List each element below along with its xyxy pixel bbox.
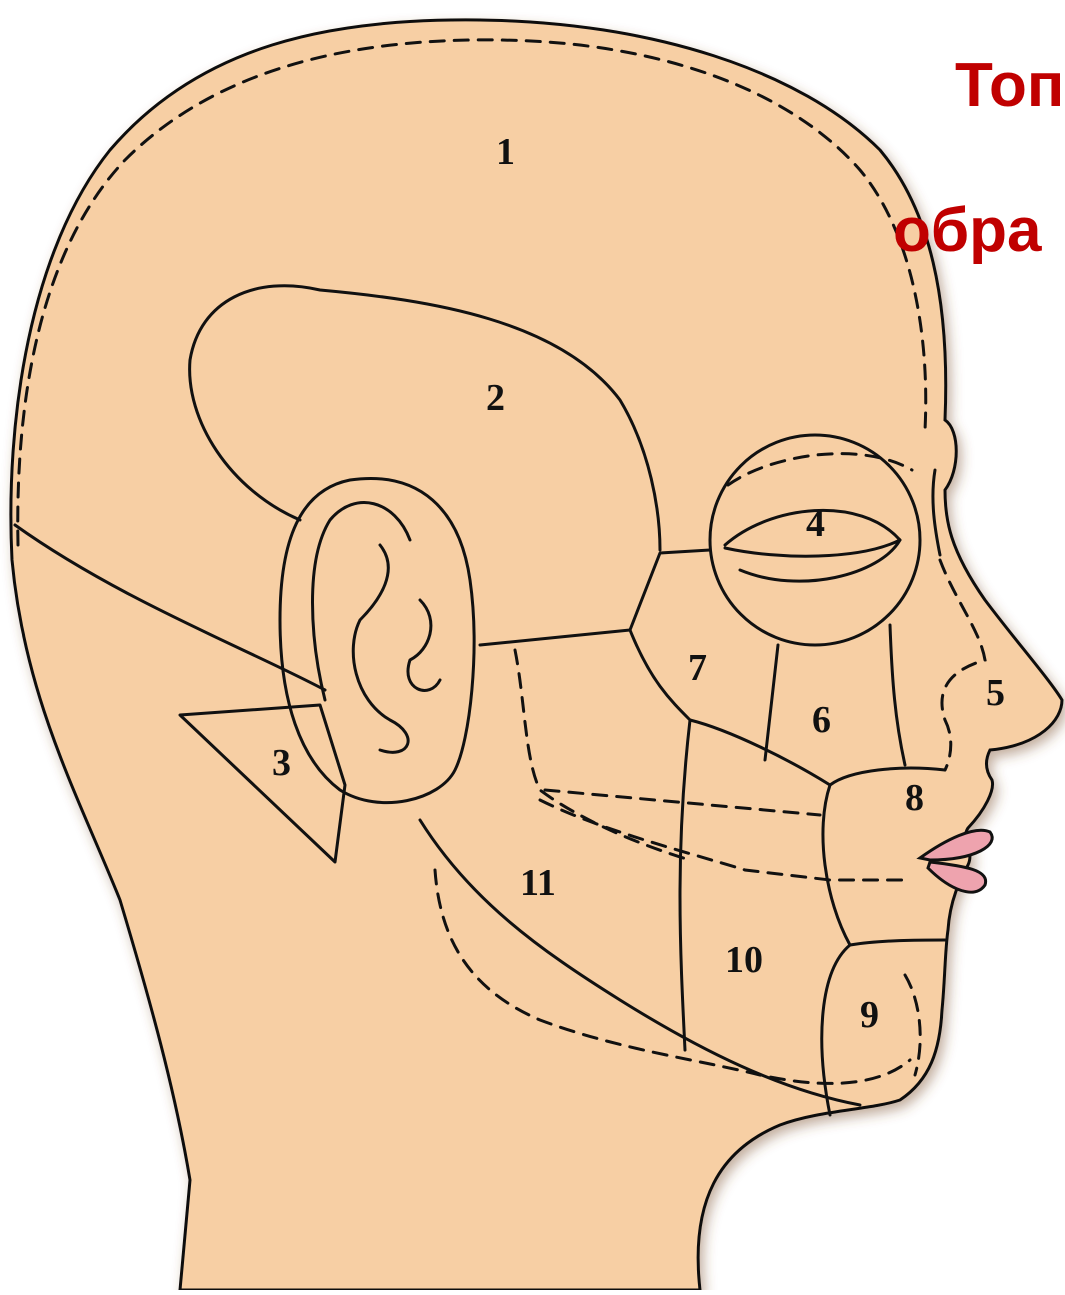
region-4-label: 4 — [806, 503, 825, 545]
slide-title-line-2: обра — [893, 200, 1042, 262]
region-5-label: 5 — [986, 672, 1005, 714]
region-10-label: 10 — [725, 939, 763, 981]
region-2-label: 2 — [486, 377, 505, 419]
region-8-label: 8 — [905, 777, 924, 819]
region-11-label: 11 — [520, 862, 556, 904]
region-1-label: 1 — [496, 131, 515, 173]
region-9-label: 9 — [860, 994, 879, 1036]
region-6-label: 6 — [812, 699, 831, 741]
region-7-label: 7 — [688, 647, 707, 689]
slide-title-line-1: Топ — [955, 55, 1064, 117]
region-3-label: 3 — [272, 742, 291, 784]
